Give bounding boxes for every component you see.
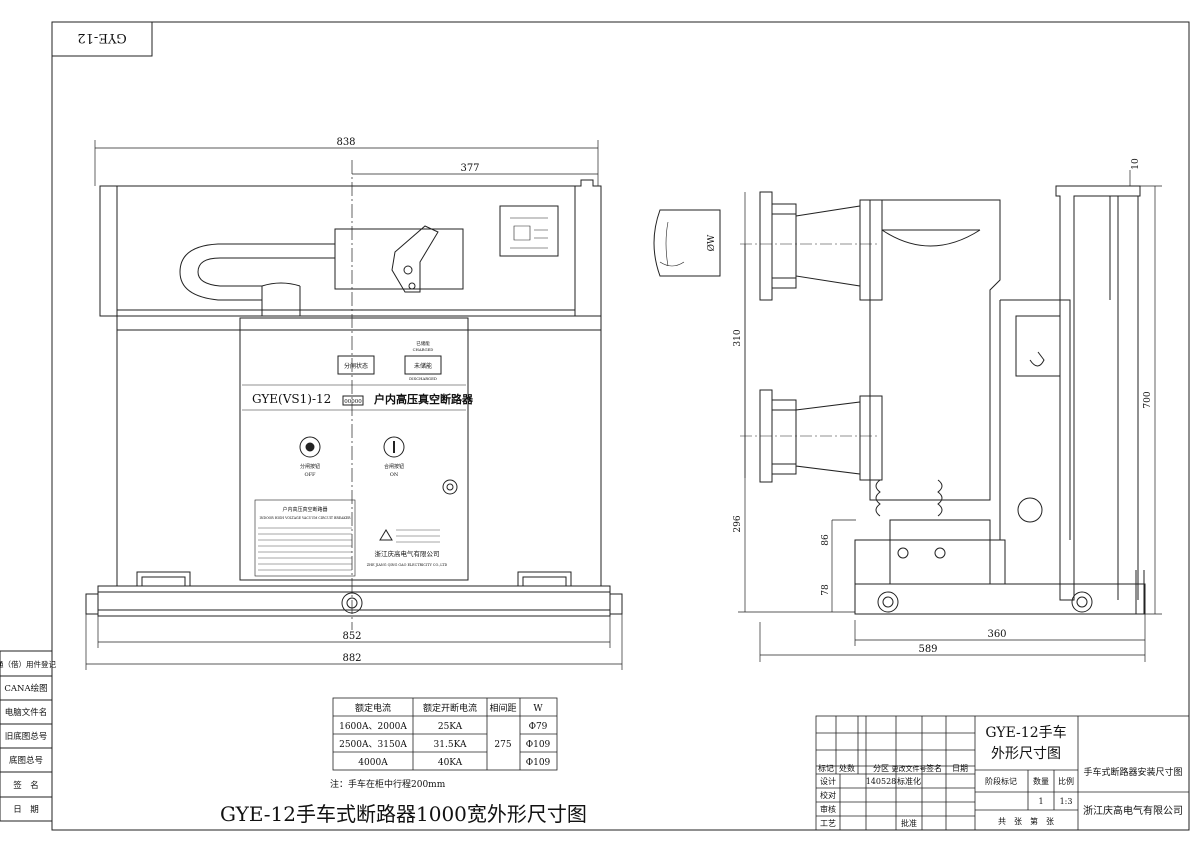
front-nameplate-text: 分闸状态 未储能 已储能 CHARGED DISCHARGED GYE(VS1)… [252, 340, 474, 567]
title-company: 浙江庆高电气有限公司 [1083, 804, 1183, 817]
nameplate-company: 浙江庆高电气有限公司 [375, 549, 440, 558]
rev-header-mark: 标记 [818, 763, 834, 773]
on-button-label: 合闸按钮 [384, 463, 404, 470]
energy-charged-label: 已储能 [416, 340, 430, 347]
strip-label-6: 日 期 [13, 805, 39, 815]
spec-note: 注：手车在柜中行程200mm [330, 778, 446, 790]
dim-front-838: 838 [336, 137, 355, 148]
dim-side-296: 296 [733, 515, 743, 532]
side-dimensions [719, 170, 1162, 662]
rating-plate-title-en: INDOOR HIGH VOLTAGE VACUUM CIRCUIT BREAK… [259, 516, 351, 520]
scale-label: 比例 [1058, 776, 1074, 786]
side-view [653, 185, 1146, 615]
spec-row0-w: Φ79 [529, 722, 548, 732]
rev-header-doc: 更改文件号 [892, 764, 927, 773]
strip-label-0: 通（借）用件登记 [0, 659, 56, 669]
front-view [85, 160, 623, 630]
spec-phase-spacing: 275 [494, 740, 511, 750]
spec-table [332, 697, 558, 771]
spec-row1-current: 2500A、3150A [339, 740, 407, 750]
role-review: 审核 [820, 804, 836, 814]
dim-front-852: 852 [342, 631, 361, 642]
spec-row2-current: 4000A [358, 758, 388, 768]
role-check: 校对 [820, 790, 836, 800]
energy-discharged-en: DISCHARGED [409, 376, 437, 381]
off-button-en: OFF [304, 472, 316, 478]
sheets-label: 共 张 第 张 [998, 816, 1054, 826]
strip-label-2: 电脑文件名 [5, 707, 48, 718]
operation-counter: 00000 [344, 399, 362, 405]
strip-label-1: CANA绘图 [4, 683, 47, 694]
spec-header-phase: 相间距 [489, 702, 516, 714]
dim-side-78: 78 [821, 584, 831, 596]
title-name-line2: 外形尺寸图 [991, 746, 1061, 762]
off-button-label: 分闸按钮 [300, 463, 320, 470]
role-design: 设计 [820, 776, 836, 786]
strip-label-5: 签 名 [13, 780, 39, 791]
energy-charged-en: CHARGED [413, 347, 434, 352]
dim-side-86: 86 [821, 534, 831, 546]
design-code: 140528 [866, 777, 897, 786]
role-process: 工艺 [820, 819, 836, 828]
spec-row0-breaking: 25KA [438, 722, 463, 732]
stage-mark-label: 阶段标记 [985, 776, 1017, 786]
approve-label: 批准 [901, 818, 917, 828]
indicator-open-label: 分闸状态 [344, 362, 368, 370]
spec-header-breaking: 额定开断电流 [423, 702, 477, 714]
corner-code: GYE-12 [77, 30, 126, 45]
drawing-title: GYE-12手车式断路器1000宽外形尺寸图 [220, 802, 587, 826]
title-block [815, 715, 1190, 831]
on-button-en: ON [390, 472, 399, 478]
dim-side-700: 700 [1143, 391, 1153, 408]
spec-table-text: 额定电流 额定开断电流 相间距 W 1600A、2000A 25KA Φ79 2… [339, 702, 550, 768]
rev-header-sign: 签名 [926, 763, 942, 773]
corner-code-box: GYE-12 [51, 21, 153, 57]
strip-label-3: 旧底图总号 [5, 731, 48, 742]
quantity-label: 数量 [1033, 776, 1049, 786]
dim-side-589: 589 [918, 644, 937, 655]
drawing-border [51, 21, 1190, 831]
title-product-ref: 手车式断路器安装尺寸图 [1083, 766, 1182, 778]
rev-header-date: 日期 [952, 764, 968, 773]
strip-label-4: 底图总号 [9, 755, 43, 766]
spec-row0-current: 1600A、2000A [339, 722, 407, 732]
spec-header-w: W [533, 704, 543, 714]
front-dimensions [85, 140, 623, 670]
dim-side-10: 10 [1131, 158, 1141, 170]
spec-row1-breaking: 31.5KA [434, 740, 467, 750]
nameplate-company-en: ZHE JIANG QING GAO ELECTRICITY CO.,LTD [367, 563, 448, 567]
model-name: GYE(VS1)-12 [252, 392, 331, 406]
title-name-line1: GYE-12手车 [985, 724, 1066, 741]
product-name: 户内高压真空断路器 [374, 392, 474, 406]
standardize-label: 标准化 [897, 776, 921, 786]
rating-plate-title: 户内高压真空断路器 [282, 506, 327, 513]
dim-front-377: 377 [460, 163, 479, 174]
quantity-value: 1 [1038, 797, 1043, 806]
dim-side-360: 360 [987, 629, 1006, 640]
scale-value: 1:3 [1060, 797, 1073, 806]
indicator-energy-label: 未储能 [414, 362, 432, 370]
spec-row2-w: Φ109 [526, 758, 551, 768]
rev-header-count: 处数 [839, 763, 855, 773]
title-block-text: GYE-12手车 外形尺寸图 手车式断路器安装尺寸图 浙江庆高电气有限公司 标记… [818, 724, 1183, 828]
dim-side-diameter: ØW [706, 234, 717, 251]
spec-row2-breaking: 40KA [438, 758, 463, 768]
rev-header-zone: 分区 [873, 764, 889, 773]
spec-row1-w: Φ109 [526, 740, 551, 750]
left-record-strip: 通（借）用件登记 CANA绘图 电脑文件名 旧底图总号 底图总号 签 名 日 期 [0, 650, 56, 822]
dim-side-310: 310 [733, 329, 743, 346]
dim-front-882: 882 [342, 653, 361, 664]
spec-header-current: 额定电流 [355, 702, 391, 714]
